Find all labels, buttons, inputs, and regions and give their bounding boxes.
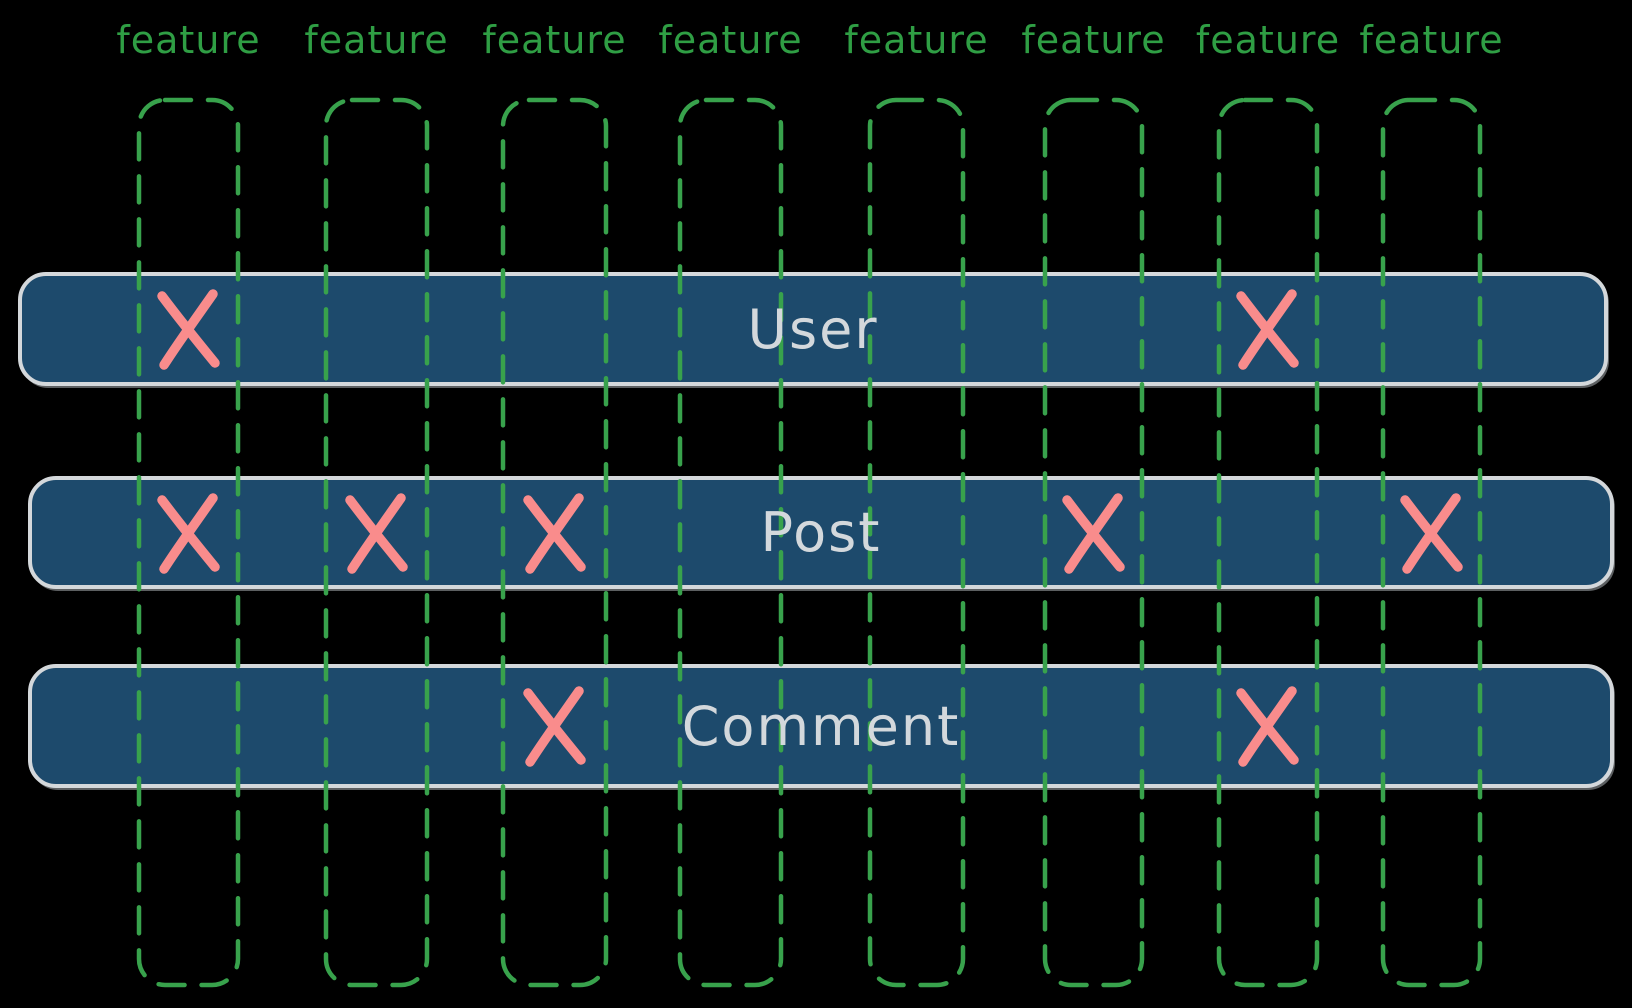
feature-column-outline <box>1380 97 1483 988</box>
entity-bar-post <box>28 476 1614 589</box>
feature-column-outline <box>867 97 966 988</box>
feature-column-label: feature <box>1359 18 1504 62</box>
feature-column-outline <box>677 97 784 988</box>
feature-column-outline <box>1042 97 1145 988</box>
x-mark-icon <box>156 492 220 574</box>
x-mark-icon <box>1236 289 1299 370</box>
x-mark-icon <box>522 686 586 767</box>
feature-column-label: feature <box>304 18 449 62</box>
feature-column-label: feature <box>658 18 803 62</box>
x-mark-icon <box>156 289 220 370</box>
x-mark-icon <box>1061 492 1125 574</box>
feature-column-outline <box>1216 97 1320 988</box>
feature-column-label: feature <box>482 18 627 62</box>
x-mark-icon <box>1399 492 1463 574</box>
x-mark-icon <box>522 492 586 574</box>
x-mark-icon <box>1236 686 1299 767</box>
feature-column-label: feature <box>844 18 989 62</box>
entity-bar-comment <box>28 664 1614 788</box>
feature-column-label: feature <box>116 18 261 62</box>
feature-column-outline <box>500 97 609 988</box>
feature-column-label: feature <box>1021 18 1166 62</box>
feature-column-outline <box>323 97 430 988</box>
x-mark-icon <box>344 492 408 574</box>
feature-column-outline <box>136 97 241 988</box>
feature-column-label: feature <box>1195 18 1341 62</box>
entity-bar-user <box>18 272 1608 386</box>
